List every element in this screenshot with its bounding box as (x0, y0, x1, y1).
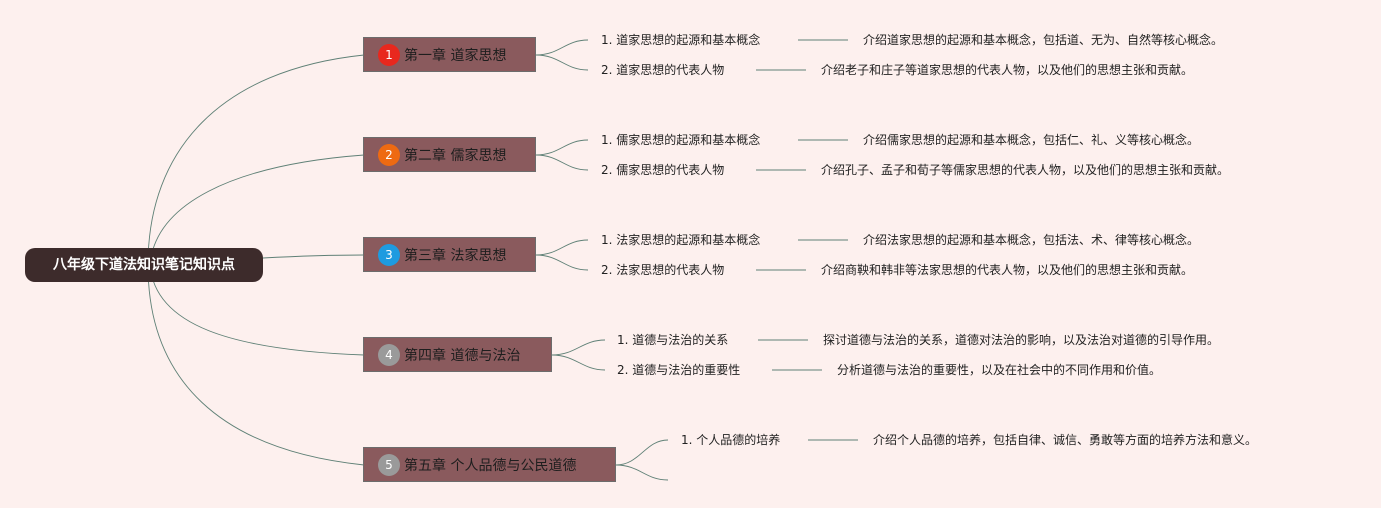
chapter-3-node[interactable]: 3 第三章 法家思想 (363, 237, 536, 272)
chapter-number-badge: 3 (378, 243, 400, 266)
chapter-number-badge: 1 (378, 43, 400, 66)
chapter-number-badge: 4 (378, 343, 400, 366)
chapter-title: 第五章 个人品德与公民道德 (404, 457, 577, 474)
chapter-1-node[interactable]: 1 第一章 道家思想 (363, 37, 536, 72)
connector-root-ch1 (147, 54, 365, 266)
topic-label[interactable]: 1. 儒家思想的起源和基本概念 (601, 133, 761, 147)
connector-root-ch5 (147, 264, 365, 466)
chapter-title: 第四章 道德与法治 (404, 347, 521, 364)
topic-description[interactable]: 介绍个人品德的培养，包括自律、诚信、勇敢等方面的培养方法和意义。 (873, 433, 1258, 447)
topic-label[interactable]: 2. 道家思想的代表人物 (601, 63, 725, 77)
topic-label[interactable]: 1. 个人品德的培养 (681, 433, 781, 447)
chapter-title: 第一章 道家思想 (404, 47, 507, 64)
chapter-title: 第三章 法家思想 (404, 247, 507, 264)
topic-description[interactable]: 介绍道家思想的起源和基本概念，包括道、无为、自然等核心概念。 (863, 33, 1224, 47)
connector-root-ch4 (149, 264, 365, 356)
topic-description[interactable]: 分析道德与法治的重要性，以及在社会中的不同作用和价值。 (837, 363, 1162, 377)
topic-label[interactable]: 2. 法家思想的代表人物 (601, 263, 725, 277)
topic-description[interactable]: 介绍儒家思想的起源和基本概念，包括仁、礼、义等核心概念。 (863, 133, 1200, 147)
topic-label[interactable]: 1. 道德与法治的关系 (617, 333, 729, 347)
topic-description[interactable]: 探讨道德与法治的关系，道德对法治的影响，以及法治对道德的引导作用。 (823, 333, 1220, 347)
topic-label[interactable]: 1. 道家思想的起源和基本概念 (601, 33, 761, 47)
chapter-4-node[interactable]: 4 第四章 道德与法治 (363, 337, 552, 372)
topic-description[interactable]: 介绍商鞅和韩非等法家思想的代表人物，以及他们的思想主张和贡献。 (821, 263, 1194, 277)
chapter-5-node[interactable]: 5 第五章 个人品德与公民道德 (363, 447, 616, 482)
chapter-title: 第二章 儒家思想 (404, 147, 507, 164)
topic-description[interactable]: 介绍法家思想的起源和基本概念，包括法、术、律等核心概念。 (863, 233, 1200, 247)
topic-label[interactable]: 2. 道德与法治的重要性 (617, 363, 741, 377)
chapter-number-badge: 5 (378, 453, 400, 476)
topic-label[interactable]: 2. 儒家思想的代表人物 (601, 163, 725, 177)
topic-description[interactable]: 介绍老子和庄子等道家思想的代表人物，以及他们的思想主张和贡献。 (821, 63, 1194, 77)
connector-root-ch2 (149, 154, 365, 266)
topic-label[interactable]: 1. 法家思想的起源和基本概念 (601, 233, 761, 247)
chapter-2-node[interactable]: 2 第二章 儒家思想 (363, 137, 536, 172)
root-node[interactable]: 八年级下道法知识笔记知识点 (25, 248, 263, 282)
connector-root-ch3 (262, 254, 365, 259)
chapter-number-badge: 2 (378, 143, 400, 166)
topic-description[interactable]: 介绍孔子、孟子和荀子等儒家思想的代表人物，以及他们的思想主张和贡献。 (821, 163, 1230, 177)
